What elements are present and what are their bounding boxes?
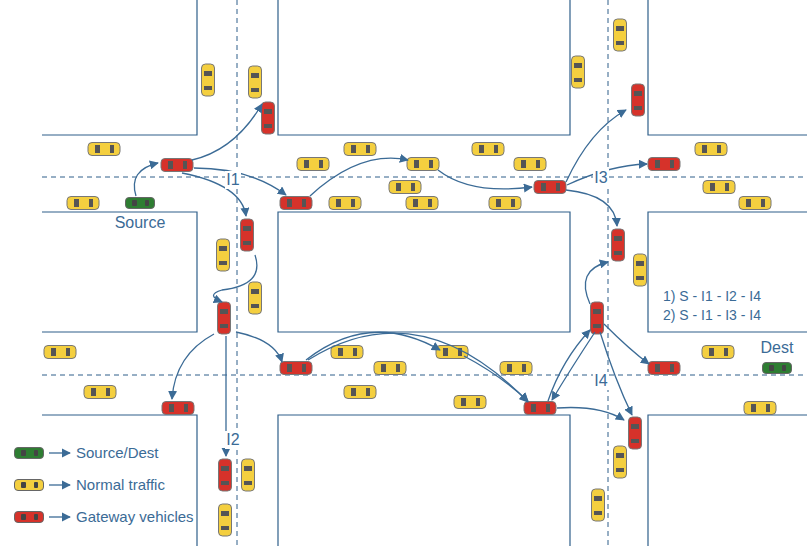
vehicle: [389, 181, 421, 194]
vehicle: [629, 417, 642, 449]
intersection-label: I2: [225, 431, 240, 449]
hop-arrow: [172, 334, 214, 399]
hop-arrow: [306, 332, 440, 360]
hop-arrow: [604, 324, 649, 364]
vehicle: [632, 84, 645, 116]
legend-swatch: [14, 447, 44, 459]
vehicle: [84, 386, 116, 399]
vehicle: [489, 197, 521, 210]
hop-arrow: [308, 333, 528, 402]
legend-entry: Source/Dest: [14, 445, 159, 462]
vehicle: [739, 197, 771, 210]
vehicle: [572, 56, 585, 88]
hop-arrow: [557, 408, 624, 421]
vehicle: [218, 302, 231, 334]
route-note: 1) S - I1 - I2 - I4: [662, 289, 762, 304]
vehicle: [614, 446, 627, 478]
vehicle: [500, 362, 532, 375]
route-note: 2) S - I1 - I3 - I4: [662, 308, 762, 323]
vehicle: [534, 181, 566, 194]
legend-entry: Gateway vehicles: [14, 509, 194, 526]
vehicle: [744, 402, 776, 415]
legend-arrow: [48, 511, 74, 523]
endpoint-vehicle: Dest: [761, 339, 794, 374]
vehicle: [217, 239, 230, 271]
road-edges: [42, 0, 807, 546]
legend-swatch: [14, 511, 44, 523]
vehicle: [454, 396, 486, 409]
vehicle: [648, 362, 680, 375]
vehicle: [648, 158, 680, 171]
vehicle: [249, 282, 262, 314]
intersection-label: I3: [593, 169, 608, 187]
vehicle: [514, 158, 546, 171]
vehicle: [591, 302, 604, 334]
vehicle: [219, 504, 232, 536]
vehicle: [329, 197, 361, 210]
vehicles: [44, 19, 776, 536]
vehicle: [634, 254, 647, 286]
vehicle: [344, 386, 376, 399]
vehicle: [162, 402, 194, 415]
vehicle: [161, 159, 193, 172]
hop-arrow: [566, 190, 617, 226]
vehicle-icon: [762, 362, 792, 374]
vehicle: [344, 143, 376, 156]
vehicle: [262, 102, 275, 134]
vehicle: [695, 143, 727, 156]
legend-text: Gateway vehicles: [76, 509, 194, 526]
hop-arrow: [194, 168, 286, 195]
vehicle: [280, 197, 312, 210]
vehicle: [592, 489, 605, 521]
lane-dividers: [42, 0, 807, 546]
vehicle: [242, 459, 255, 491]
vehicle: [472, 143, 504, 156]
legend-text: Normal traffic: [76, 477, 165, 494]
vehicle: [249, 66, 262, 98]
vehicle: [407, 158, 439, 171]
hop-arrow: [438, 170, 532, 189]
legend-text: Source/Dest: [76, 445, 159, 462]
vehicle: [374, 362, 406, 375]
vehicle: [241, 219, 254, 251]
hop-arrows: [134, 104, 649, 456]
vehicle: [297, 158, 329, 171]
vehicle: [612, 229, 625, 261]
vehicle-icon: [125, 197, 155, 209]
hop-arrow: [464, 356, 528, 401]
legend-entry: Normal traffic: [14, 477, 165, 494]
vehicle: [44, 346, 76, 359]
vehicle: [524, 402, 556, 415]
vehicle: [614, 19, 627, 51]
vehicle: [280, 362, 312, 375]
vehicle: [202, 64, 215, 96]
legend-swatch: [14, 479, 44, 491]
hop-arrow: [192, 104, 262, 160]
vehicle: [703, 181, 735, 194]
vehicle: [406, 197, 438, 210]
hop-arrow: [236, 332, 282, 362]
hop-arrow: [552, 332, 595, 400]
hop-arrow: [585, 262, 608, 304]
vehicle: [219, 459, 232, 491]
legend-arrow: [48, 479, 74, 491]
intersection-label: I4: [593, 372, 608, 390]
vehicle: [702, 346, 734, 359]
vehicle-label: Dest: [761, 339, 794, 357]
legend-arrow: [48, 447, 74, 459]
vehicle: [331, 346, 363, 359]
hop-arrow: [548, 330, 590, 401]
vehicle: [88, 143, 120, 156]
hop-arrow: [214, 255, 257, 302]
endpoint-vehicle: Source: [115, 197, 166, 232]
vehicle-label: Source: [115, 214, 166, 232]
hop-arrow: [134, 163, 158, 196]
vehicle: [67, 197, 99, 210]
intersection-label: I1: [225, 171, 240, 189]
hop-arrow: [310, 158, 408, 196]
